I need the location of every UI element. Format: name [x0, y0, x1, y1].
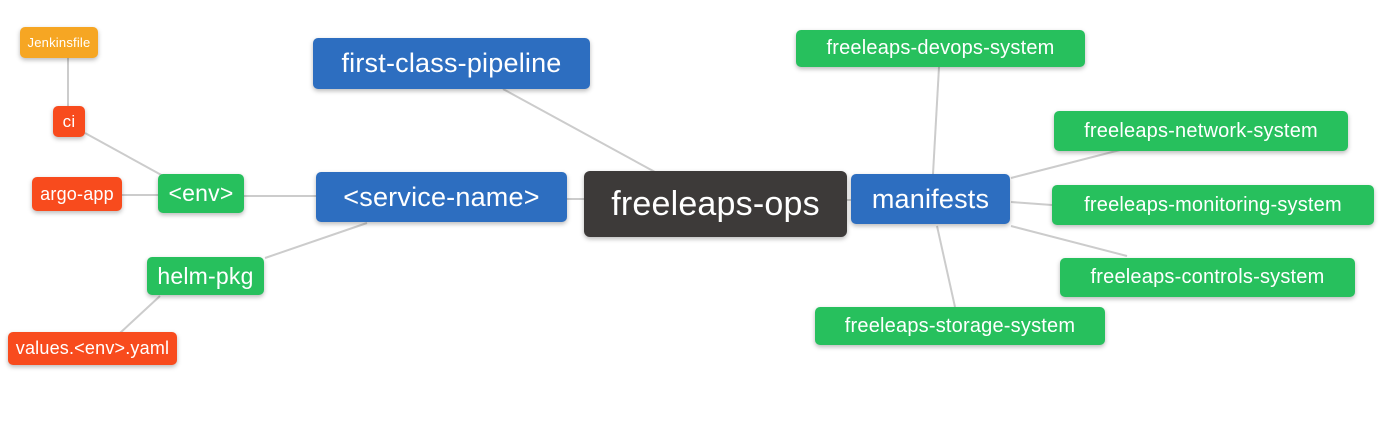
node-controls-system[interactable]: freeleaps-controls-system — [1060, 258, 1355, 297]
edge-manifests-controls-system — [1010, 225, 1128, 257]
edge-ci-env — [84, 132, 166, 178]
node-devops-system[interactable]: freeleaps-devops-system — [796, 30, 1085, 67]
node-jenkinsfile[interactable]: Jenkinsfile — [20, 27, 98, 58]
node-ci[interactable]: ci — [53, 106, 85, 137]
edge-manifests-storage-system — [936, 225, 956, 308]
edge-manifests-monitoring-system — [1010, 201, 1053, 206]
node-env[interactable]: <env> — [158, 174, 244, 213]
node-storage-system[interactable]: freeleaps-storage-system — [815, 307, 1105, 345]
node-manifests[interactable]: manifests — [851, 174, 1010, 224]
node-freeleaps-ops[interactable]: freeleaps-ops — [584, 171, 847, 237]
edge-first-class-pipeline-freeleaps-ops — [502, 88, 656, 173]
edge-manifests-devops-system — [932, 66, 940, 175]
node-monitoring-system[interactable]: freeleaps-monitoring-system — [1052, 185, 1374, 225]
node-network-system[interactable]: freeleaps-network-system — [1054, 111, 1348, 151]
edge-values-env-yaml-helm-pkg — [119, 295, 161, 334]
edge-helm-pkg-service-name — [264, 222, 368, 259]
node-first-class-pipeline[interactable]: first-class-pipeline — [313, 38, 590, 89]
node-argo-app[interactable]: argo-app — [32, 177, 122, 211]
node-helm-pkg[interactable]: helm-pkg — [147, 257, 264, 295]
node-values-env-yaml[interactable]: values.<env>.yaml — [8, 332, 177, 365]
node-service-name[interactable]: <service-name> — [316, 172, 567, 222]
edge-manifests-network-system — [1010, 149, 1121, 179]
